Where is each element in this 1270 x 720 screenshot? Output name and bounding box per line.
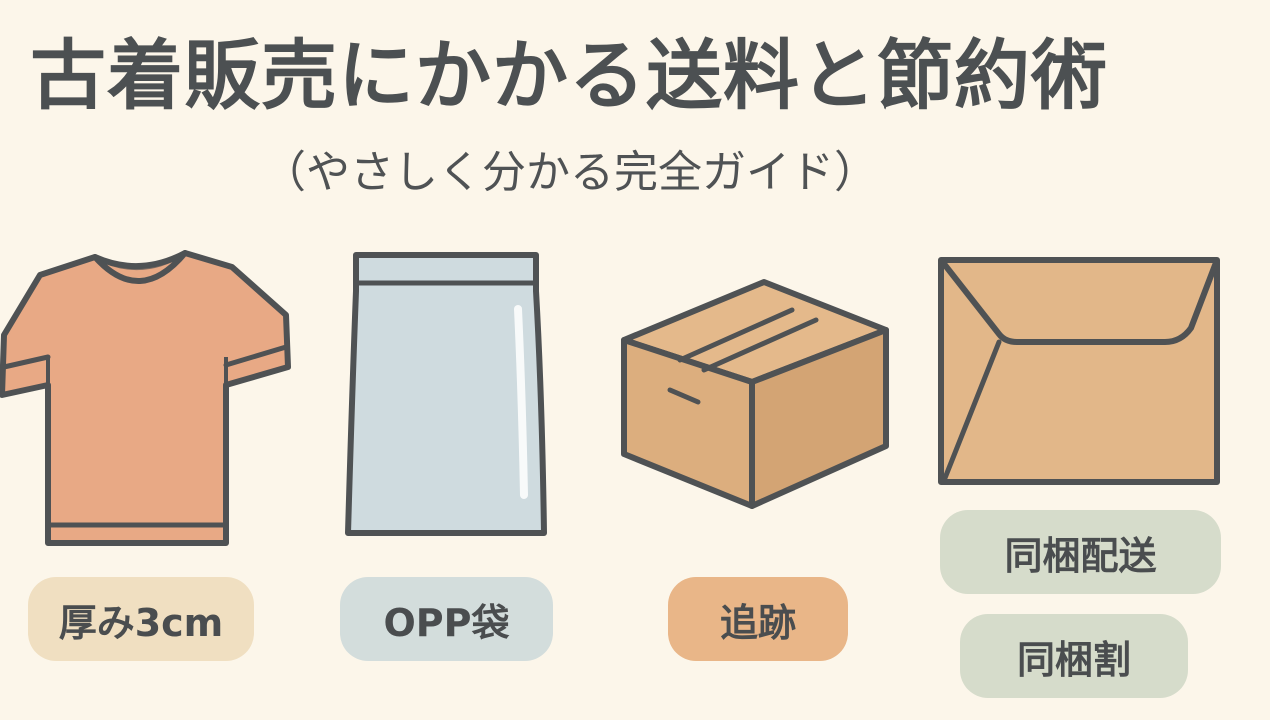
page-title: 古着販売にかかる送料と節約術 (30, 31, 1108, 120)
label-thickness-text: 厚み3cm (58, 600, 224, 645)
tshirt-icon (0, 250, 291, 546)
label-bundle-discount: 同梱割 (960, 614, 1188, 698)
label-opp-bag: OPP袋 (340, 577, 553, 661)
opp-bag-icon (345, 252, 547, 536)
label-bundled-shipping-text: 同梱配送 (1004, 533, 1157, 578)
label-thickness: 厚み3cm (28, 577, 254, 661)
label-bundle-discount-text: 同梱割 (1016, 637, 1131, 682)
page-subtitle: （やさしく分かる完全ガイド） (262, 147, 878, 198)
label-tracking-text: 追跡 (719, 600, 796, 645)
label-opp-bag-text: OPP袋 (383, 600, 510, 645)
label-tracking: 追跡 (668, 577, 848, 661)
cardboard-box-icon (621, 279, 889, 509)
envelope-icon (938, 257, 1220, 485)
label-bundled-shipping: 同梱配送 (940, 510, 1221, 594)
